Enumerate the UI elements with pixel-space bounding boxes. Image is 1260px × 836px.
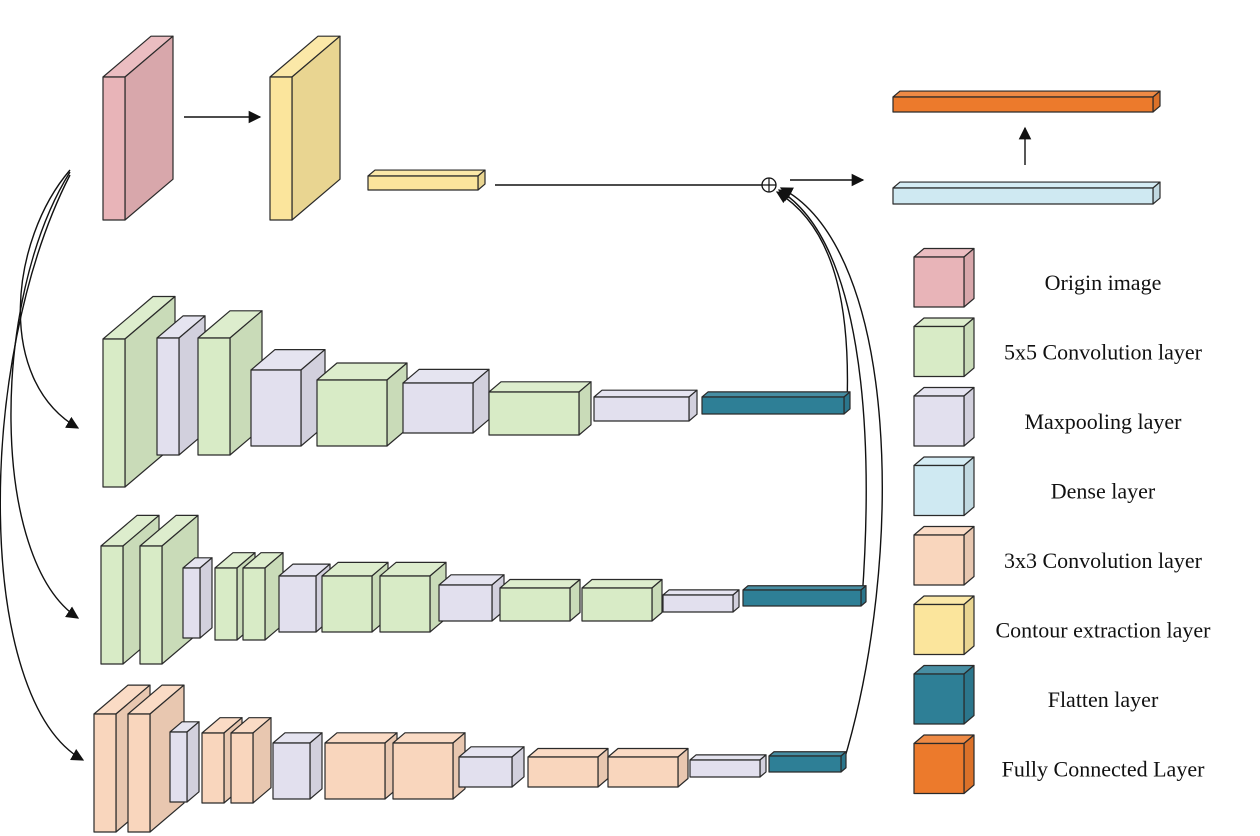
branch1-maxpool-7 — [593, 389, 698, 422]
dense-layer-block — [892, 181, 1161, 205]
branch2-flatten-12 — [742, 585, 867, 607]
branch1-maxpool-5 — [402, 368, 490, 434]
legend-swatch-dense — [913, 456, 975, 517]
arrow-branch2-to-merge — [777, 189, 867, 601]
branch2-maxpool-11 — [662, 589, 740, 613]
branch3-conv3-10 — [607, 747, 689, 788]
branch1-conv5-6 — [488, 381, 592, 436]
branch3-maxpool-11 — [689, 754, 767, 778]
arrow-origin-to-branch1 — [19, 169, 80, 429]
branch2-conv5-6 — [321, 561, 389, 633]
arrow-origin-to-branch3 — [0, 174, 85, 761]
branch2-maxpool-2 — [182, 557, 213, 639]
legend-swatch-origin — [913, 247, 975, 308]
layer-blocks — [93, 35, 1161, 833]
legend-swatch-conv3 — [913, 525, 975, 586]
merge-add-icon — [761, 177, 777, 193]
legend-label-dense: Dense layer — [1051, 479, 1156, 504]
branch2-conv5-4 — [242, 552, 284, 641]
arrow-origin-to-branch2 — [10, 171, 80, 619]
legend-label-contour: Contour extraction layer — [995, 618, 1211, 643]
legend-label-fc: Fully Connected Layer — [1002, 757, 1206, 782]
legend-label-conv5: 5x5 Convolution layer — [1004, 340, 1203, 365]
legend-label-origin: Origin image — [1045, 270, 1162, 295]
contour-extraction-block — [269, 35, 341, 221]
branch1-maxpool-3 — [250, 349, 326, 447]
contour-feature-bar — [367, 169, 486, 191]
branch2-conv5-1 — [139, 514, 199, 665]
branch3-conv3-4 — [230, 717, 272, 804]
branch3-maxpool-5 — [272, 732, 323, 800]
legend-swatch-conv5 — [913, 317, 975, 378]
branch3-maxpool-8 — [458, 746, 525, 788]
branch2-conv5-10 — [581, 578, 663, 622]
branch1-flatten-8 — [701, 391, 851, 415]
branch3-maxpool-2 — [169, 721, 200, 803]
legend-label-flatten: Flatten layer — [1048, 687, 1159, 712]
legend-swatch-contour — [913, 595, 975, 656]
branch3-conv3-9 — [527, 747, 609, 788]
legend: Origin image 5x5 Convolution layerMaxpool… — [913, 247, 1211, 795]
legend-swatch-fc — [913, 734, 975, 795]
legend-swatch-flatten — [913, 664, 975, 725]
branch3-conv3-6 — [324, 732, 398, 800]
branch2-conv5-9 — [499, 578, 581, 622]
origin-image-block — [102, 35, 174, 221]
branch3-conv3-7 — [392, 732, 466, 800]
legend-label-conv3: 3x3 Convolution layer — [1004, 548, 1203, 573]
fully-connected-layer-block — [892, 90, 1161, 113]
branch2-maxpool-8 — [438, 574, 505, 622]
legend-swatch-maxpool — [913, 386, 975, 447]
legend-label-maxpool: Maxpooling layer — [1024, 409, 1182, 434]
arrow-branch3-to-merge — [779, 187, 883, 765]
branch2-conv5-7 — [379, 561, 447, 633]
branch1-conv5-4 — [316, 362, 408, 447]
arrow-branch1-to-merge — [775, 191, 849, 406]
branch3-flatten-12 — [768, 751, 847, 773]
connectors — [0, 110, 1032, 765]
